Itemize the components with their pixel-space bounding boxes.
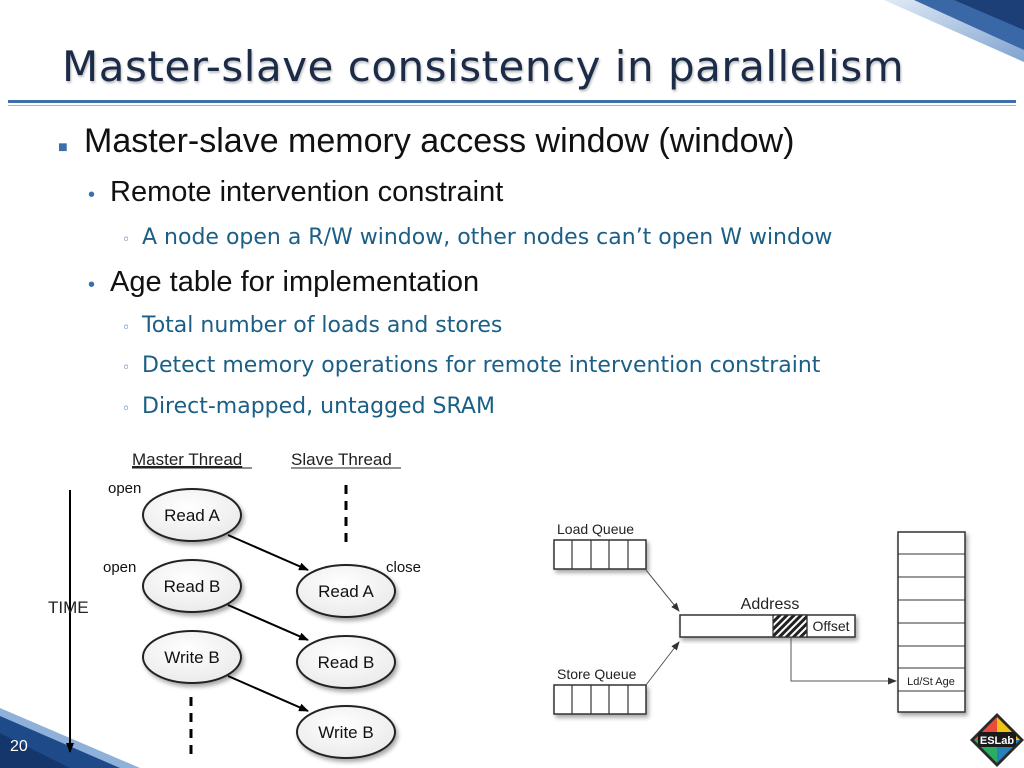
title-underline — [8, 100, 1016, 103]
master-node — [142, 559, 242, 613]
bullet-text: Remote intervention constraint — [110, 176, 504, 208]
slave-node — [296, 635, 396, 689]
bullet-level2: • Remote intervention constraint — [88, 176, 503, 209]
slave-thread-header: Slave Thread — [291, 450, 392, 469]
load-queue — [553, 539, 647, 570]
slave-node-label: Read B — [318, 653, 375, 672]
bullet-level2: • Age table for implementation — [88, 266, 479, 299]
figure-area: Master Thread Slave Thread TIME Read A R… — [48, 450, 1024, 767]
master-node — [142, 630, 242, 684]
bullet-text: Total number of loads and stores — [142, 313, 503, 338]
ring-bullet-icon: ◦ — [122, 232, 131, 248]
ring-bullet-icon: ◦ — [122, 320, 131, 336]
slide-title: Master-slave consistency in parallelism — [62, 42, 905, 91]
slave-node — [296, 705, 396, 759]
eslab-logo-text: ESLab — [980, 735, 1015, 747]
age-table — [897, 531, 966, 713]
master-node-label: Read A — [164, 506, 220, 525]
ring-bullet-icon: ◦ — [122, 360, 131, 376]
load-queue-label: Load Queue — [557, 521, 634, 537]
open-annotation: open — [103, 559, 136, 576]
title-underline-light — [8, 105, 1016, 106]
master-node-label: Write B — [164, 648, 219, 667]
thread-diagram: Master Thread Slave Thread TIME Read A R… — [48, 450, 421, 759]
bullet-level3: ◦ A node open a R/W window, other nodes … — [122, 225, 832, 250]
bullet-text: Direct-mapped, untagged SRAM — [142, 394, 495, 419]
store-queue-label: Store Queue — [557, 666, 637, 682]
bullet-text: A node open a R/W window, other nodes ca… — [142, 225, 833, 250]
offset-label: Offset — [812, 618, 849, 634]
ring-bullet-icon: ◦ — [122, 401, 131, 417]
dependency-arrow — [227, 534, 309, 571]
square-bullet-icon: ■ — [58, 139, 68, 156]
bullet-level3: ◦ Direct-mapped, untagged SRAM — [122, 394, 495, 419]
address-register — [679, 614, 856, 638]
close-annotation: close — [386, 559, 421, 576]
master-node-label: Read B — [164, 577, 221, 596]
slave-node — [296, 564, 396, 618]
slave-node-label: Write B — [318, 723, 373, 742]
bullet-text: Master-slave memory access window (windo… — [84, 122, 795, 160]
bullet-text: Age table for implementation — [110, 266, 480, 298]
slave-node-label: Read A — [318, 582, 374, 601]
bullet-level1: ■ Master-slave memory access window (win… — [58, 122, 794, 161]
dependency-arrow — [227, 604, 309, 641]
dependency-arrow — [227, 675, 309, 712]
page-number: 20 — [10, 738, 28, 755]
bullet-level3: ◦ Detect memory operations for remote in… — [122, 353, 820, 378]
bullet-text: Detect memory operations for remote inte… — [142, 353, 821, 378]
dot-bullet-icon: • — [88, 274, 96, 296]
age-table-entry-label: Ld/St Age — [907, 676, 955, 688]
store-queue — [553, 684, 647, 715]
queue-diagram: Load Queue Store Queue Address Offset — [553, 521, 966, 715]
dot-bullet-icon: • — [88, 184, 96, 206]
bullet-level3: ◦ Total number of loads and stores — [122, 313, 502, 338]
offset-to-age-table-arrow — [790, 637, 897, 685]
eslab-logo — [970, 713, 1024, 767]
corner-decoration-top-right — [884, 0, 1024, 62]
master-node — [142, 488, 242, 542]
address-label: Address — [741, 596, 800, 613]
open-annotation: open — [108, 480, 141, 497]
time-label: TIME — [48, 598, 89, 617]
master-thread-header: Master Thread — [132, 450, 242, 469]
load-to-address-arrow — [645, 569, 680, 612]
store-to-address-arrow — [645, 641, 680, 686]
